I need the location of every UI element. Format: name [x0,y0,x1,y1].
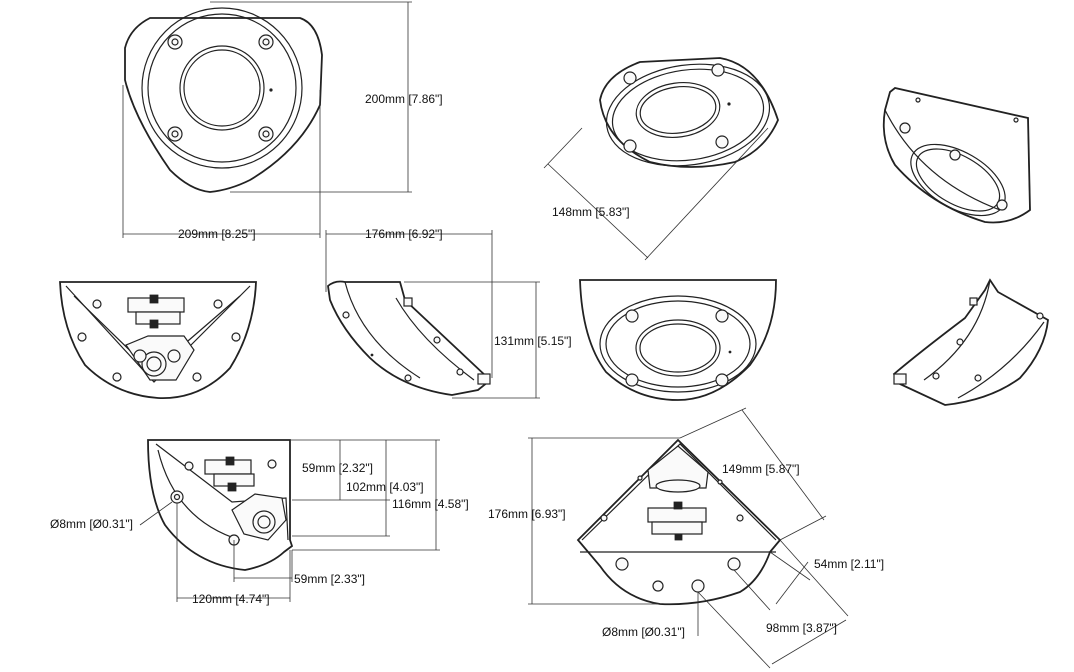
dim-59mm-a: 59mm [2.32"] [302,461,373,475]
dim-116mm: 116mm [4.58"] [392,497,469,511]
dim-hole-right: Ø8mm [Ø0.31"] [602,625,685,639]
dim-200mm: 200mm [7.86"] [365,92,443,106]
dim-131mm: 131mm [5.15"] [494,334,572,348]
dim-54mm: 54mm [2.11"] [814,557,884,571]
dim-120mm: 120mm [4.74"] [192,592,270,606]
front-bottom-view [579,279,777,401]
angled-top-view: 148mm [5.83"] [543,57,779,261]
dim-hole-left: Ø8mm [Ø0.31"] [50,517,133,531]
dim-102mm: 102mm [4.03"] [346,480,424,494]
iso-view [882,87,1031,224]
top-view: 200mm [7.86"] 209mm [8.25"] [122,1,443,241]
dim-176mm-bottom: 176mm [6.93"] [488,507,566,521]
dim-209mm: 209mm [8.25"] [178,227,256,241]
dim-59mm-b: 59mm [2.33"] [294,572,365,586]
bottom-right-view: 176mm [6.93"] 149mm [5.87"] 54mm [2.11"]… [488,407,884,669]
side-view: 176mm [6.92"] 131mm [5.15"] [325,227,572,399]
dim-149mm: 149mm [5.87"] [722,462,800,476]
front-view [59,281,257,399]
dim-148mm: 148mm [5.83"] [552,205,630,219]
bottom-left-view: 59mm [2.32"] 102mm [4.03"] 116mm [4.58"]… [50,439,469,606]
dim-176mm-side: 176mm [6.92"] [365,227,443,241]
side-view-mirror [892,278,1049,406]
dim-98mm: 98mm [3.87"] [766,621,837,635]
